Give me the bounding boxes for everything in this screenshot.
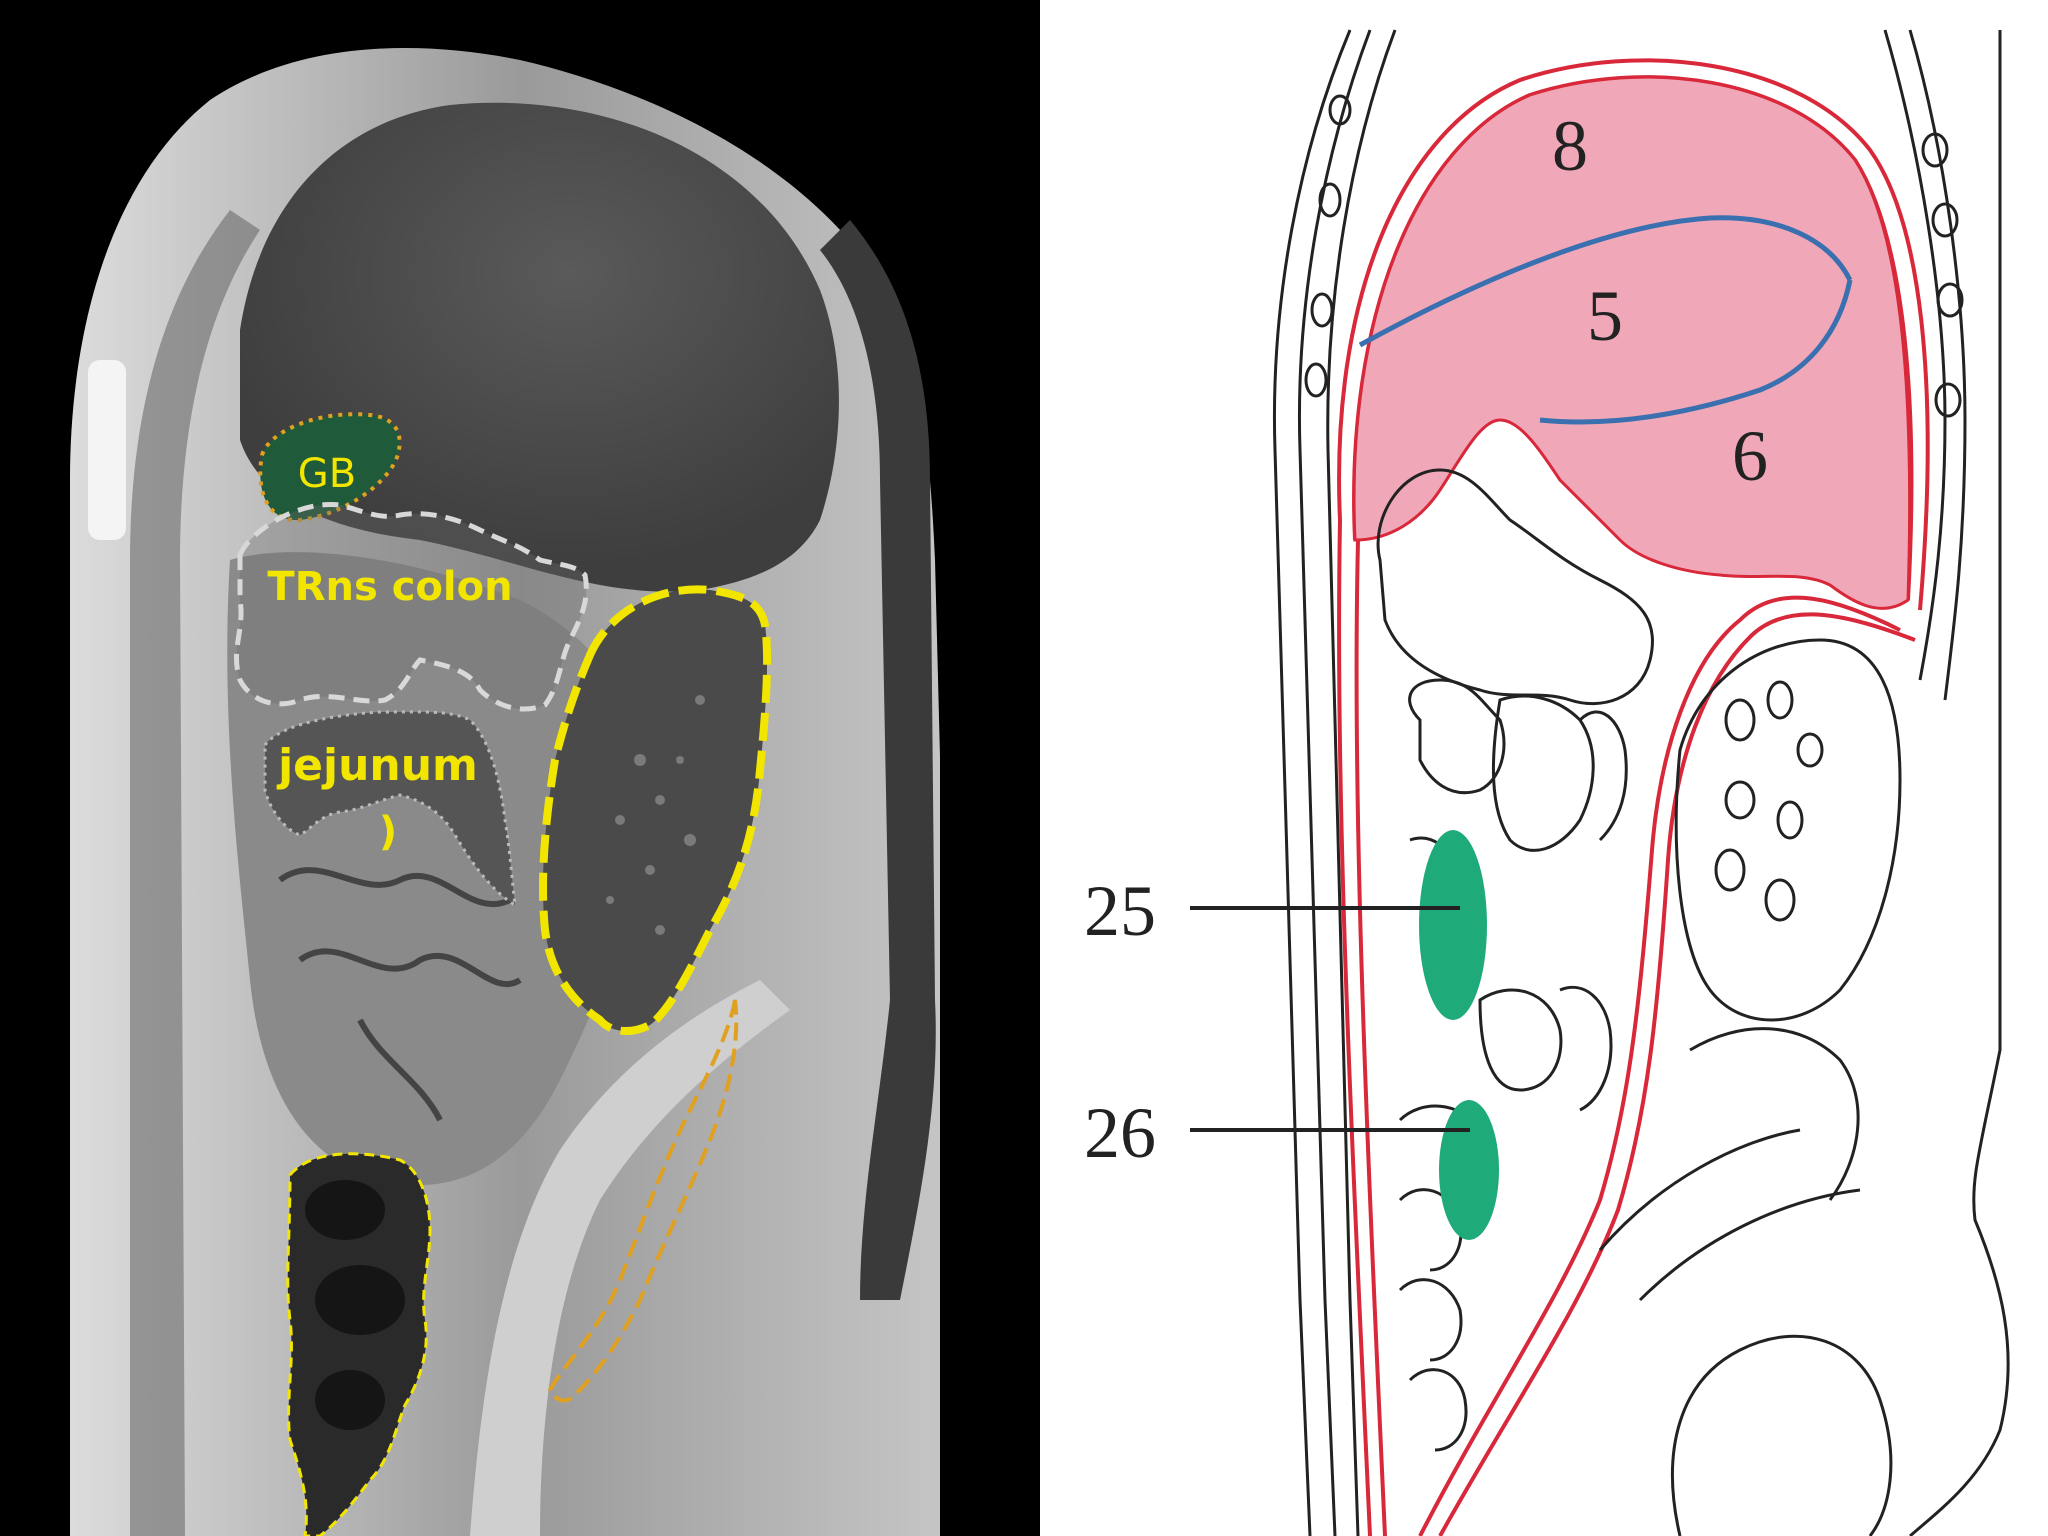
psoas-outline	[547, 999, 739, 1403]
bowel-region	[227, 552, 640, 1186]
mri-right-margin	[940, 0, 1040, 1536]
bowel-loops	[1376, 468, 1893, 1536]
bowel-loop-1	[278, 867, 512, 908]
label-26: 26	[1084, 1093, 1156, 1173]
mri-panel: GB TRns colon jejunum )	[0, 0, 1040, 1536]
segment-5-label: 5	[1587, 276, 1623, 356]
anterior-wall-lines	[1883, 29, 2010, 1536]
segment-8-label: 8	[1552, 106, 1588, 186]
transverse-colon-label: TRns colon	[267, 564, 512, 610]
gallbladder-region	[258, 412, 402, 523]
jejunum-outline	[263, 710, 517, 908]
jejunum-label: jejunum	[276, 740, 478, 791]
psoas-band	[470, 980, 790, 1536]
diagram-image: 8 5 6 25 26	[1040, 0, 2048, 1536]
lymph-node-26	[1439, 1100, 1499, 1240]
bowel-loop-3	[357, 1018, 443, 1122]
diagram-panel: 8 5 6 25 26	[1040, 0, 2048, 1536]
fat-strip	[88, 360, 126, 540]
sigmoid-loops	[305, 1180, 405, 1430]
rib-sections-right	[1921, 132, 1964, 418]
sigmoid-outline	[286, 1152, 432, 1536]
jejunum-paren: )	[379, 809, 397, 855]
segment-6-label: 6	[1732, 416, 1768, 496]
bowel-loop-2	[298, 948, 522, 988]
mri-image: GB TRns colon jejunum )	[0, 0, 1040, 1536]
label-25: 25	[1084, 871, 1156, 951]
transverse-colon-outline	[234, 501, 589, 712]
stomach-mucosa	[606, 695, 705, 935]
gb-label: GB	[298, 451, 356, 497]
body-wall-left	[130, 210, 260, 1536]
stomach-and-colon	[1598, 638, 1902, 1302]
mri-left-margin	[0, 0, 34, 1536]
stomach-outline	[539, 585, 772, 1035]
lymph-node-25	[1419, 830, 1487, 1020]
liver	[1352, 75, 1912, 610]
rib-sections-left	[1304, 94, 1352, 398]
hepatic-veins	[1358, 215, 1853, 425]
posterior-wall	[820, 220, 936, 1300]
